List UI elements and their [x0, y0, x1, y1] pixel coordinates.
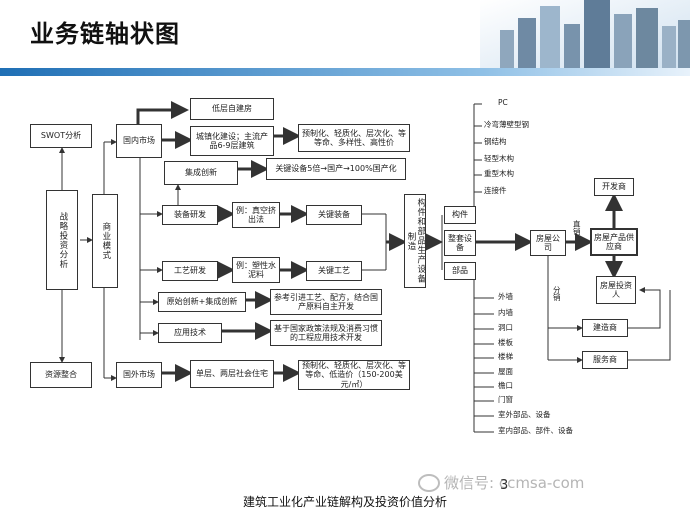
wechat-icon	[418, 473, 440, 492]
import-formula-box: 参考引进工艺、配方，结合国产原料自主开发	[270, 289, 382, 315]
label-doors-windows: 门窗	[498, 395, 513, 404]
key-equipment-box: 关键装备	[306, 205, 362, 225]
domestic-market-label: 国内市场	[123, 136, 155, 146]
key-equipment-label: 关键装备	[318, 210, 350, 220]
process-rd-label: 工艺研发	[174, 266, 206, 276]
prefab-features-box-1: 预制化、轻质化、层次化、等等命、多样性、高性价	[298, 124, 410, 152]
strategic-investment-label: 战略投资分析	[57, 211, 68, 269]
original-innovation-box: 原始创新+集成创新	[158, 292, 246, 312]
social-housing-label: 单层、两层社会住宅	[196, 369, 268, 379]
title-underline-banner	[0, 68, 690, 76]
page-number: 3	[500, 478, 509, 493]
developer-label: 开发商	[602, 182, 626, 192]
footer-caption: 建筑工业化产业链解构及投资价值分析	[242, 495, 447, 509]
label-eave: 檐口	[498, 381, 513, 390]
label-exterior-wall: 外墙	[498, 292, 513, 301]
resource-integration-box: 资源整合	[30, 362, 92, 388]
label-floor-slab: 楼板	[498, 338, 513, 347]
vacuum-extrusion-box: 例：真空挤出法	[232, 202, 280, 228]
housing-investor-label: 房屋投资人	[600, 280, 632, 299]
page-title: 业务链轴状图	[30, 20, 180, 48]
key-process-label: 关键工艺	[318, 266, 350, 276]
housing-company-label: 房屋公司	[536, 233, 560, 252]
vacuum-extrusion-label: 例：真空挤出法	[236, 205, 276, 224]
key-process-box: 关键工艺	[306, 261, 362, 281]
swot-analysis-box: SWOT分析	[30, 124, 92, 148]
equipment-rd-label: 装备研发	[174, 210, 206, 220]
applied-tech-label: 应用技术	[174, 328, 206, 338]
applied-tech-box: 应用技术	[158, 323, 222, 343]
business-model-label: 商业模式	[100, 222, 111, 260]
wechat-watermark: 微信号: ccmsa-com	[418, 472, 584, 493]
business-model-box: 商业模式	[92, 194, 118, 288]
key-equipment-localization-label: 关键设备5倍→国产→100%国产化	[275, 164, 397, 174]
label-cold-formed-steel: 冷弯薄壁型钢	[484, 120, 529, 129]
prefab-features-label-1: 预制化、轻质化、层次化、等等命、多样性、高性价	[302, 128, 406, 147]
original-innovation-label: 原始创新+集成创新	[166, 297, 238, 307]
builder-label: 建造商	[593, 323, 617, 333]
label-direct-sales: 直销	[572, 220, 582, 235]
housing-supplier-box: 房屋产品供应商	[590, 228, 638, 256]
integrated-innovation-label: 集成创新	[185, 168, 217, 178]
label-distribution: 分销	[552, 286, 562, 301]
domestic-market-box: 国内市场	[116, 124, 162, 158]
label-heavy-timber: 重型木构	[484, 169, 514, 178]
builder-box: 建造商	[582, 319, 628, 337]
overseas-market-label: 国外市场	[123, 370, 155, 380]
urbanization-box: 城镇化建设；主流产品6-9层建筑	[190, 126, 274, 156]
manufacturing-center-label: 构件和部品生产设备制造	[406, 198, 426, 284]
engineering-application-label: 基于国家政策法规及消费习惯的工程应用技术开发	[274, 323, 378, 342]
label-indoor-parts: 室内部品、部件、设备	[498, 426, 573, 435]
prefab-features-box-2: 预制化、轻质化、层次化、等等命、低造价（150-200美元/㎡）	[298, 360, 410, 390]
prefab-features-label-2: 预制化、轻质化、层次化、等等命、低造价（150-200美元/㎡）	[302, 361, 406, 389]
watermark-text: 微信号: ccmsa-com	[444, 474, 585, 492]
label-interior-wall: 内墙	[498, 308, 513, 317]
low-rise-house-box: 低层自建房	[190, 98, 274, 120]
part-box: 部品	[444, 262, 476, 280]
urbanization-label: 城镇化建设；主流产品6-9层建筑	[196, 131, 268, 150]
label-connector: 连接件	[484, 186, 507, 195]
housing-investor-box: 房屋投资人	[596, 276, 636, 304]
service-provider-label: 服务商	[593, 355, 617, 365]
low-rise-house-label: 低层自建房	[212, 104, 252, 114]
resource-integration-label: 资源整合	[45, 370, 77, 380]
label-roof: 屋面	[498, 367, 513, 376]
city-skyline-image	[480, 0, 690, 72]
component-label: 构件	[452, 210, 468, 220]
label-pc: PC	[498, 98, 508, 107]
housing-company-box: 房屋公司	[530, 230, 566, 256]
complete-equipment-label: 整套设备	[448, 233, 472, 252]
key-equipment-localization-box: 关键设备5倍→国产→100%国产化	[266, 158, 406, 180]
label-light-timber: 轻型木构	[484, 154, 514, 163]
housing-supplier-label: 房屋产品供应商	[594, 232, 634, 251]
label-opening: 洞口	[498, 323, 513, 332]
integrated-innovation-box: 集成创新	[164, 161, 238, 185]
component-box: 构件	[444, 206, 476, 224]
process-rd-box: 工艺研发	[162, 261, 218, 281]
strategic-investment-box: 战略投资分析	[46, 190, 78, 290]
plastic-cement-box: 例：塑性水泥料	[232, 257, 280, 283]
import-formula-label: 参考引进工艺、配方，结合国产原料自主开发	[274, 292, 378, 311]
swot-label: SWOT分析	[40, 131, 82, 141]
manufacturing-center-box: 构件和部品生产设备制造	[404, 194, 426, 288]
label-stairs: 楼梯	[498, 352, 513, 361]
part-label: 部品	[452, 266, 468, 276]
developer-box: 开发商	[594, 178, 634, 196]
label-steel-structure: 钢结构	[484, 137, 507, 146]
service-provider-box: 服务商	[582, 351, 628, 369]
equipment-rd-box: 装备研发	[162, 205, 218, 225]
engineering-application-box: 基于国家政策法规及消费习惯的工程应用技术开发	[270, 320, 382, 346]
label-outdoor-parts: 室外部品、设备	[498, 410, 551, 419]
plastic-cement-label: 例：塑性水泥料	[236, 260, 276, 279]
social-housing-box: 单层、两层社会住宅	[190, 360, 274, 388]
complete-equipment-box: 整套设备	[444, 230, 476, 256]
overseas-market-box: 国外市场	[116, 362, 162, 388]
